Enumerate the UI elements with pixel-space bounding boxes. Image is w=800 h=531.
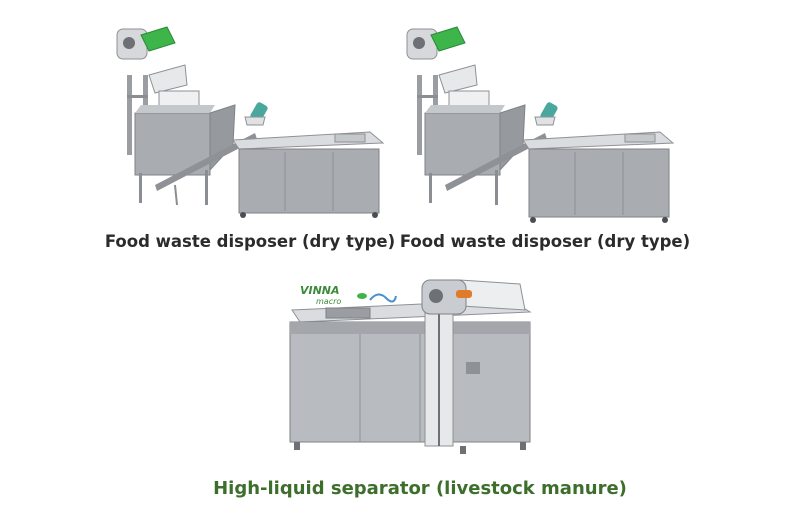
dry-disposer-image-left <box>116 26 385 218</box>
svg-text:macro: macro <box>316 297 341 306</box>
caption-dry-disposer-right: Food waste disposer (dry type) <box>399 232 691 251</box>
liquid-separator-image <box>289 279 532 454</box>
caption-liquid-separator: High-liquid separator (livestock manure) <box>213 478 627 499</box>
svg-text:VINNA: VINNA <box>300 284 340 297</box>
vinna-macro-logo: VINNA macro <box>300 284 397 306</box>
dry-disposer-image-right <box>406 26 675 223</box>
caption-dry-disposer-left: Food waste disposer (dry type) <box>104 232 396 251</box>
